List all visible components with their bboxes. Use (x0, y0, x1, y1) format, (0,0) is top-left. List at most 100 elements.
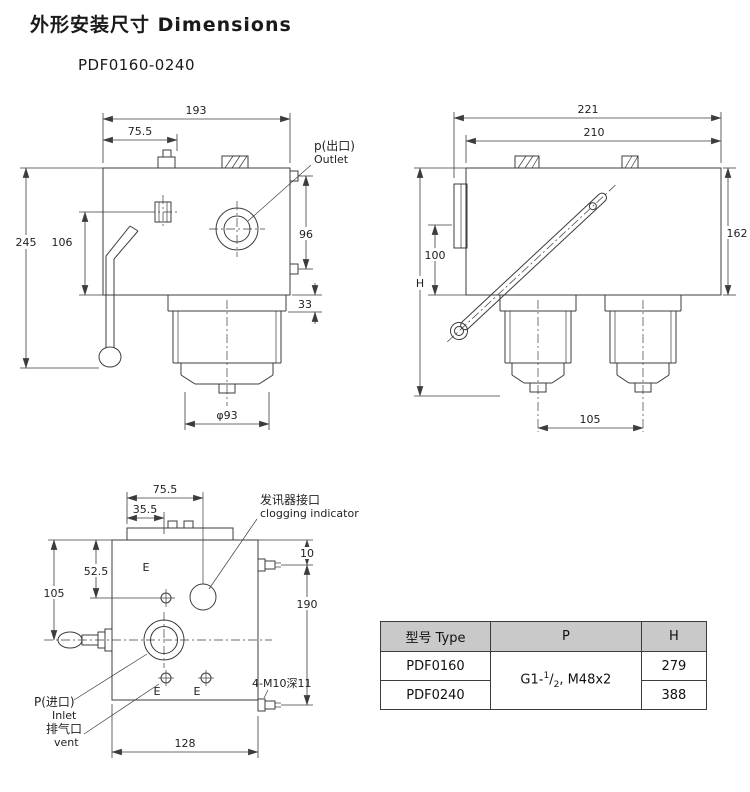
front-right-port-top (289, 170, 299, 182)
svg-text:128: 128 (175, 737, 196, 750)
svg-text:发讯器接口: 发讯器接口 (260, 492, 320, 507)
svg-text:vent: vent (54, 736, 79, 749)
front-top-fittings (157, 149, 249, 169)
svg-text:10: 10 (300, 547, 314, 560)
indicator-label: 发讯器接口 clogging indicator (208, 492, 359, 590)
dim-side-outer-width: 221 (453, 103, 722, 178)
svg-text:35.5: 35.5 (133, 503, 158, 516)
cell-h-0: 279 (640, 651, 708, 681)
svg-text:P(进口): P(进口) (34, 695, 75, 709)
model-code: PDF0160-0240 (78, 56, 195, 74)
vent-label: 排气口 vent (46, 683, 160, 749)
spec-table-header-row: 型号 Type P H (380, 621, 708, 652)
dim-top-f: 190 (281, 564, 321, 706)
dim-top-e: 10 (258, 539, 318, 566)
dim-top-g: 128 (111, 704, 259, 758)
bolt-note-label: 4-M10深11 (252, 677, 311, 699)
dim-bowl-diameter: φ93 (184, 392, 270, 430)
top-view: 75.5 35.5 52.5 105 (34, 483, 359, 758)
inlet-port-circle (44, 612, 272, 668)
dim-side-inner-width: 210 (465, 126, 722, 163)
svg-text:φ93: φ93 (216, 409, 237, 422)
top-body (111, 539, 259, 701)
svg-text:clogging indicator: clogging indicator (260, 507, 359, 520)
front-view: 193 75.5 p(出口) Outlet 96 (11, 104, 355, 430)
svg-text:Outlet: Outlet (314, 153, 349, 166)
side-mounting-plate (453, 183, 468, 249)
front-right-port-bottom (289, 263, 299, 275)
port-label-e-top: E (143, 561, 150, 574)
svg-text:100: 100 (425, 249, 446, 262)
dim-side-left-height: 100 (421, 224, 466, 296)
front-left-port (146, 195, 180, 229)
table-row: PDF0240 388 (380, 680, 708, 710)
svg-text:H: H (416, 277, 424, 290)
cell-type-0: PDF0160 (380, 651, 491, 681)
svg-text:52.5: 52.5 (84, 565, 109, 578)
dim-front-port-height: 106 (48, 211, 146, 296)
svg-text:p(出口): p(出口) (314, 139, 355, 153)
side-bolt-bottom (257, 698, 281, 712)
svg-text:105: 105 (580, 413, 601, 426)
front-filter-bowl (167, 295, 287, 406)
dim-front-outlet-height: 96 (295, 175, 317, 270)
top-bolt-b (183, 520, 194, 529)
outlet-label: p(出口) Outlet (247, 139, 355, 222)
dim-top-b: 35.5 (126, 503, 165, 534)
p-sub: 2 (553, 679, 560, 690)
svg-text:4-M10深11: 4-M10深11 (252, 677, 311, 690)
port-label-e-right: E (194, 685, 201, 698)
p-suffix: , M48x2 (559, 672, 612, 688)
header-h: H (640, 621, 708, 652)
dim-front-total-height: 245 (11, 167, 103, 369)
side-filter-bowl-left (499, 295, 577, 432)
svg-text:221: 221 (578, 103, 599, 116)
svg-text:75.5: 75.5 (153, 483, 178, 496)
header-type: 型号 Type (380, 621, 491, 652)
e-port-left (158, 670, 174, 686)
vent-port-circle (157, 589, 175, 607)
spec-table: 型号 Type P H PDF0160 G1-1/2, M48x2 279 PD… (380, 621, 708, 710)
side-filter-bowl-right (604, 295, 682, 432)
dim-top-c: 52.5 (48, 539, 157, 599)
side-view: 221 210 162 100 (411, 103, 750, 432)
cell-h-1: 388 (640, 680, 708, 710)
dim-front-width: 193 (102, 104, 291, 163)
svg-text:210: 210 (584, 126, 605, 139)
dim-side-bowl-spacing: 105 (537, 413, 644, 432)
svg-text:105: 105 (44, 587, 65, 600)
svg-text:Inlet: Inlet (52, 709, 77, 722)
table-row: PDF0160 G1-1/2, M48x2 279 (380, 651, 708, 710)
dim-front-offset: 75.5 (102, 125, 178, 151)
top-plate (126, 527, 234, 541)
svg-text:排气口: 排气口 (46, 721, 82, 736)
top-handle (57, 628, 113, 652)
svg-text:193: 193 (186, 104, 207, 117)
p-sup: 1 (543, 671, 550, 682)
svg-text:245: 245 (16, 236, 37, 249)
front-handle (98, 225, 139, 368)
side-top-fittings (514, 155, 639, 169)
dim-side-total-height: H (411, 167, 500, 397)
svg-text:190: 190 (297, 598, 318, 611)
cell-p-shared: G1-1/2, M48x2 (489, 651, 642, 710)
dim-top-d: 105 (40, 539, 68, 641)
svg-text:33: 33 (298, 298, 312, 311)
svg-text:106: 106 (52, 236, 73, 249)
svg-text:75.5: 75.5 (128, 125, 153, 138)
side-body (465, 167, 722, 296)
e-port-right (198, 670, 214, 686)
front-body (102, 167, 291, 296)
p-slash: / (549, 672, 554, 688)
top-bolt-a (167, 520, 178, 529)
clogging-indicator-circle (189, 492, 217, 611)
inlet-label: P(进口) Inlet (34, 653, 148, 722)
p-prefix: G1- (520, 672, 544, 688)
page-title: 外形安装尺寸 Dimensions (30, 14, 292, 36)
dim-side-right-height: 162 (723, 167, 750, 296)
svg-text:96: 96 (299, 228, 313, 241)
dim-front-neck: 33 (288, 283, 322, 324)
side-bolt-top (257, 558, 281, 572)
